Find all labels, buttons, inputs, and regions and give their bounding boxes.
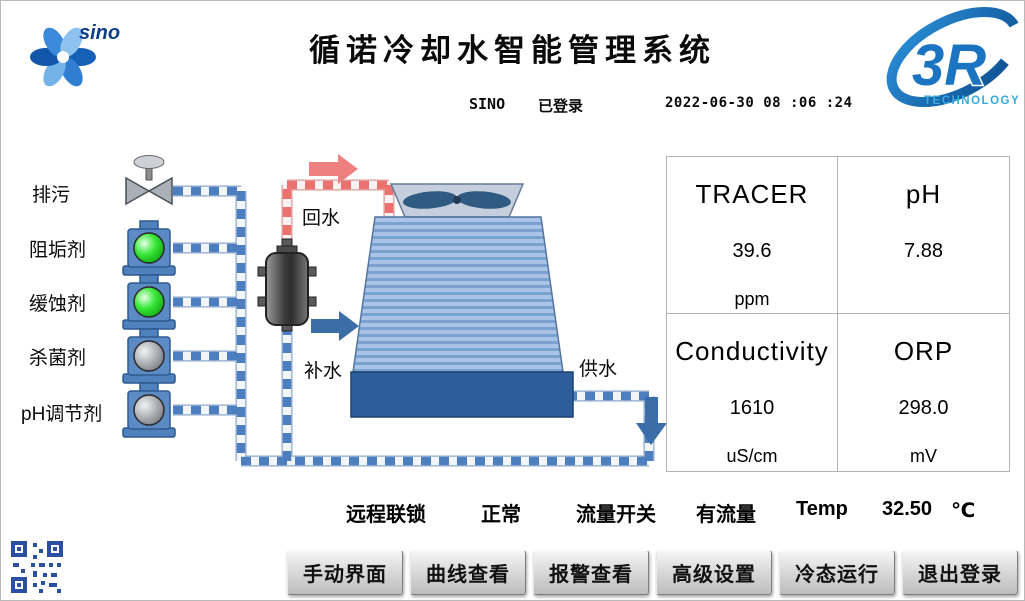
label-scale-inhibitor: 阻垢剂 xyxy=(29,240,87,261)
return-flow-arrow-icon xyxy=(309,154,358,184)
supply-flow-arrow-icon xyxy=(636,397,667,445)
flow-switch-label: 流量开关 xyxy=(576,504,656,526)
page-title: 循诺冷却水智能管理系统 xyxy=(309,33,716,68)
label-biocide: 杀菌剂 xyxy=(29,348,87,369)
pump-status-lamp xyxy=(133,286,165,318)
temp-unit: ℃ xyxy=(951,500,976,522)
sino-logo-text: sino xyxy=(79,22,120,44)
metric-unit: ppm xyxy=(734,289,770,309)
label-ph-regulator: pH调节剂 xyxy=(21,404,103,425)
metric-unit: uS/cm xyxy=(726,446,778,466)
pump-ph-regulator[interactable] xyxy=(122,382,176,438)
metric-value: 298.0 xyxy=(898,397,949,419)
sino-logo: sino xyxy=(30,22,120,87)
login-status: 已登录 xyxy=(538,98,584,115)
label-corrosion-inhibitor: 缓蚀剂 xyxy=(29,294,87,315)
metric-value: 39.6 xyxy=(732,240,772,262)
manual-screen-button[interactable]: 手动界面 xyxy=(287,550,403,595)
metric-tracer: TRACER 39.6 ppm xyxy=(667,157,838,314)
metric-name: Conductivity xyxy=(675,336,829,366)
filter-vessel[interactable] xyxy=(257,238,317,332)
label-return-water: 回水 xyxy=(302,208,341,229)
makeup-flow-arrow-icon xyxy=(311,311,359,341)
metric-unit: mV xyxy=(910,446,937,466)
label-supply-water: 供水 xyxy=(579,359,618,380)
flow-switch-value: 有流量 xyxy=(696,504,756,526)
metric-value: 1610 xyxy=(729,397,775,419)
cooling-tower xyxy=(350,183,574,418)
pump-status-lamp xyxy=(133,232,165,264)
pump-biocide[interactable] xyxy=(122,328,176,384)
process-diagram xyxy=(122,154,667,467)
advanced-settings-button[interactable]: 高级设置 xyxy=(656,550,772,595)
3r-technology-logo: 3R TECHNOLOGY xyxy=(886,6,1022,108)
pump-corrosion-inhibitor[interactable] xyxy=(122,274,176,330)
metric-name: ORP xyxy=(893,336,954,366)
tower-fan-blade xyxy=(403,191,457,209)
3r-logo-subtext: TECHNOLOGY xyxy=(924,95,1020,107)
tower-fan-hub xyxy=(453,196,461,204)
logout-button[interactable]: 退出登录 xyxy=(902,550,1018,595)
alarm-view-button[interactable]: 报警查看 xyxy=(533,550,649,595)
pump-status-lamp xyxy=(133,394,165,426)
tower-basin xyxy=(350,371,574,418)
metrics-panel: TRACER 39.6 ppm pH 7.88 Conductivity 161… xyxy=(666,156,1010,472)
system-datetime: 2022-06-30 08 :06 :24 xyxy=(665,95,853,111)
metric-conductivity: Conductivity 1610 uS/cm xyxy=(667,314,838,471)
qr-code xyxy=(9,539,65,595)
label-blowdown: 排污 xyxy=(32,185,71,206)
label-makeup-water: 补水 xyxy=(304,361,343,382)
interlock-label: 远程联锁 xyxy=(346,504,426,526)
metric-orp: ORP 298.0 mV xyxy=(838,314,1009,471)
metric-name: TRACER xyxy=(695,179,809,209)
cold-run-button[interactable]: 冷态运行 xyxy=(779,550,895,595)
interlock-value: 正常 xyxy=(481,504,521,526)
curve-view-button[interactable]: 曲线查看 xyxy=(410,550,526,595)
tower-fill-body xyxy=(352,216,564,373)
pump-scale-inhibitor[interactable] xyxy=(122,220,176,276)
metric-value: 7.88 xyxy=(904,240,943,262)
metric-name: pH xyxy=(905,179,942,209)
logged-in-user: SINO xyxy=(469,95,506,113)
nav-button-row: 手动界面 曲线查看 报警查看 高级设置 冷态运行 退出登录 xyxy=(287,550,1018,595)
blowdown-valve[interactable] xyxy=(125,155,173,206)
temp-label: Temp xyxy=(796,498,848,520)
pump-status-lamp xyxy=(133,340,165,372)
temp-value: 32.50 xyxy=(882,498,933,520)
tower-fan-blade xyxy=(457,191,511,209)
metric-ph: pH 7.88 xyxy=(838,157,1009,314)
3r-logo-text: 3R xyxy=(912,33,986,98)
